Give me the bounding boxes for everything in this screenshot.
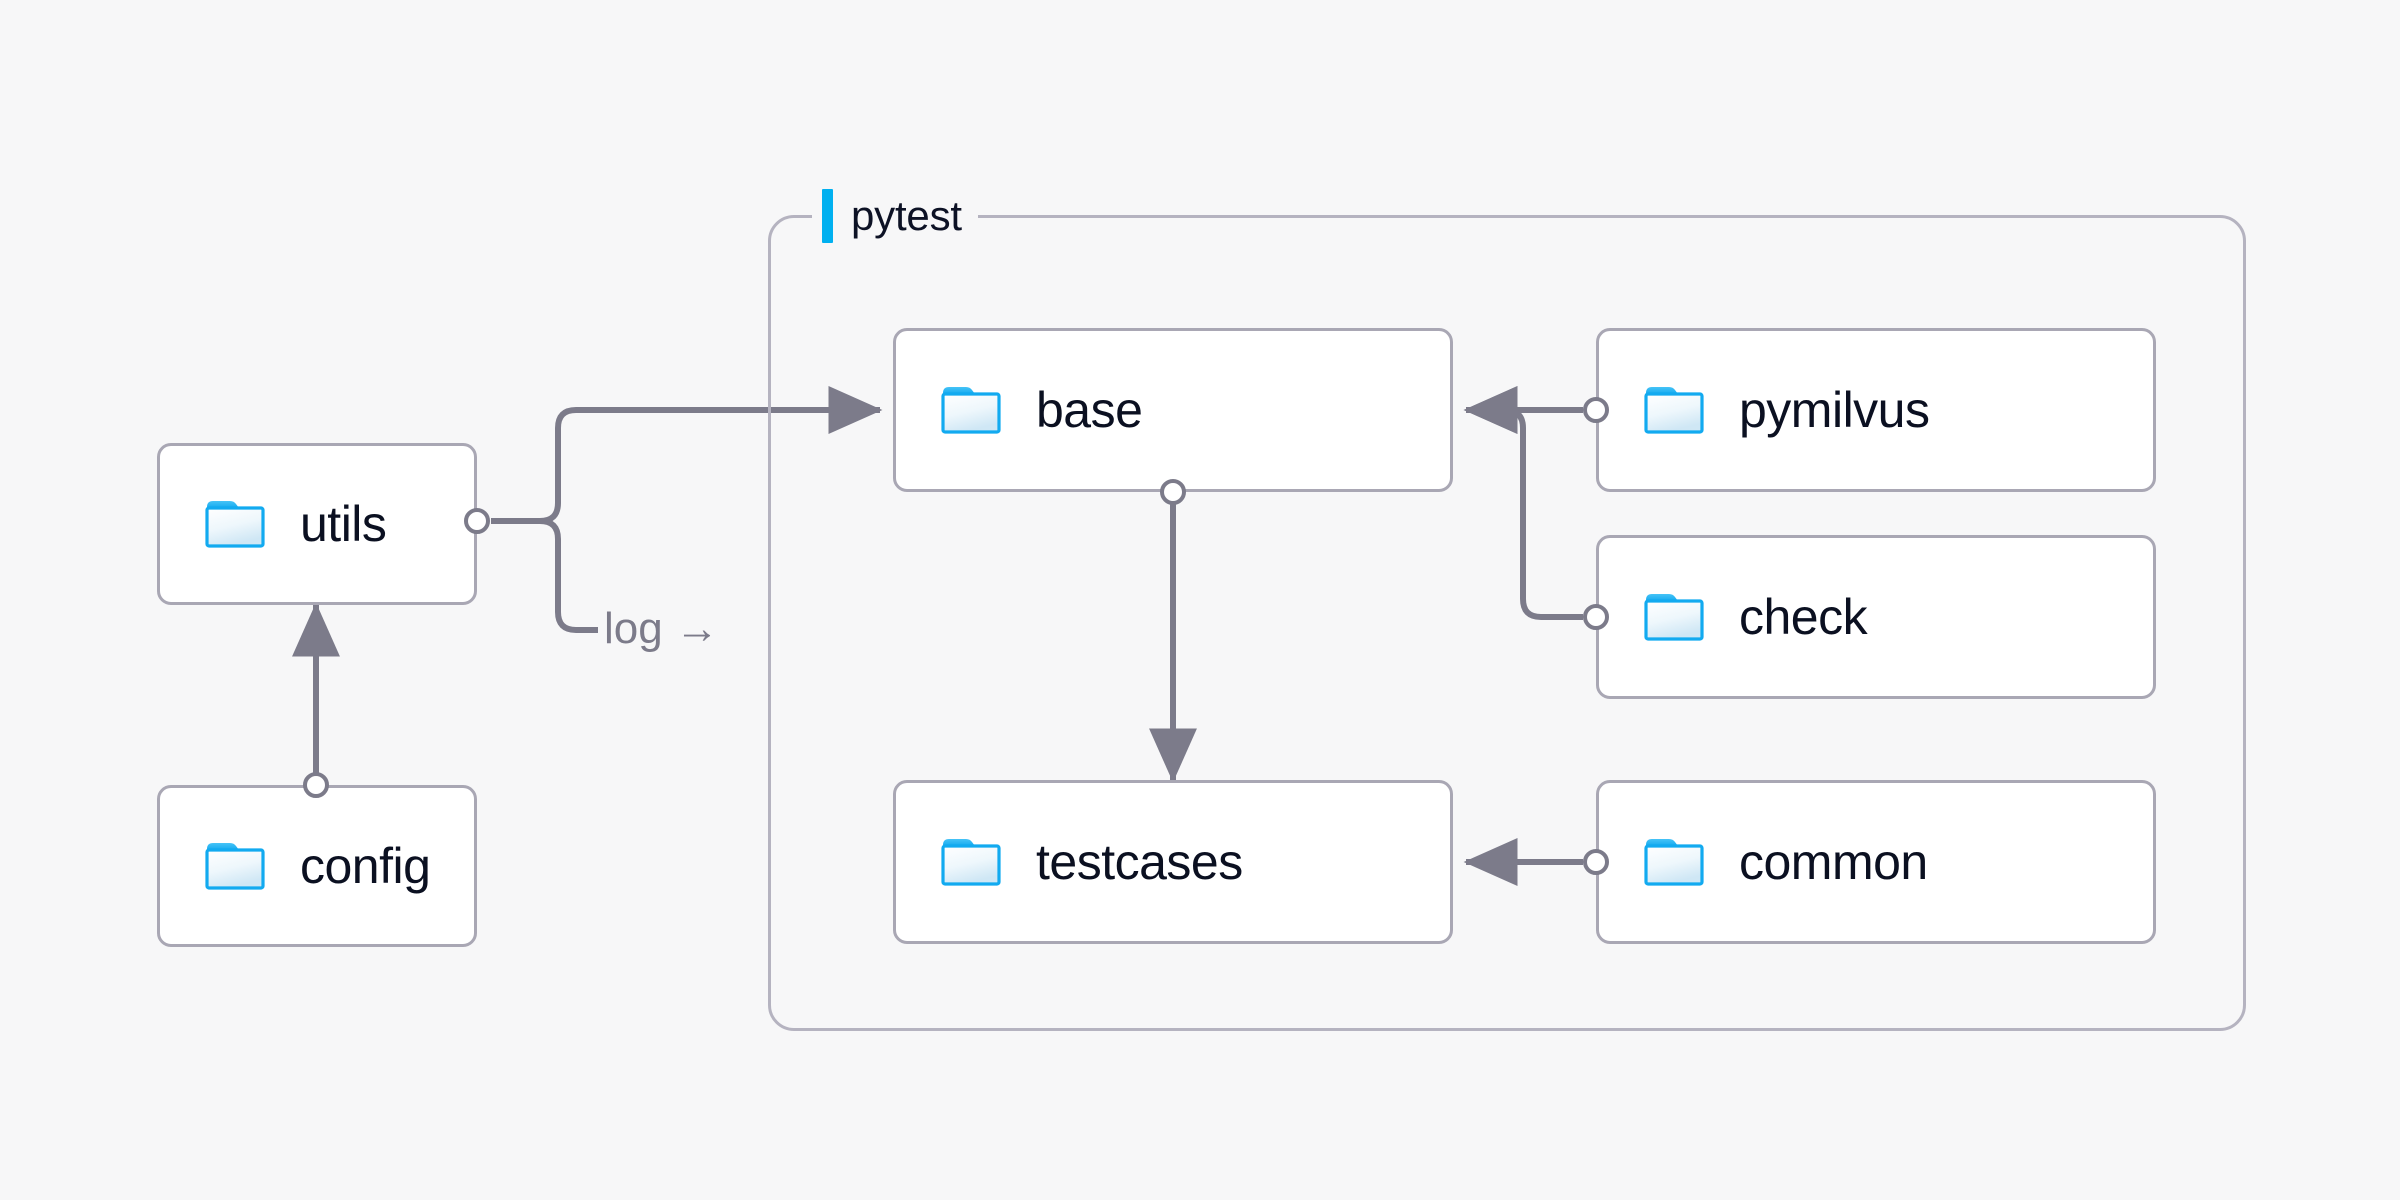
node-common-label: common <box>1739 834 1928 890</box>
node-utils-label: utils <box>300 496 387 552</box>
node-check[interactable]: check <box>1596 535 2156 699</box>
edge-utils-to-log <box>539 518 598 633</box>
group-pytest <box>768 215 2246 1031</box>
node-base-label: base <box>1036 382 1143 438</box>
node-config-label: config <box>300 838 431 894</box>
port-base-bottom[interactable] <box>1160 479 1186 505</box>
group-accent-bar <box>822 189 833 243</box>
node-config[interactable]: config <box>157 785 477 947</box>
folder-icon <box>940 836 1002 888</box>
group-pytest-title: pytest <box>812 187 978 245</box>
node-utils[interactable]: utils <box>157 443 477 605</box>
folder-icon <box>940 384 1002 436</box>
node-testcases[interactable]: testcases <box>893 780 1453 944</box>
group-title-label: pytest <box>851 192 962 239</box>
edge-label-log: log → <box>604 604 719 653</box>
node-base[interactable]: base <box>893 328 1453 492</box>
node-common[interactable]: common <box>1596 780 2156 944</box>
folder-icon <box>204 840 266 892</box>
node-check-label: check <box>1739 589 1868 645</box>
folder-icon <box>204 498 266 550</box>
port-config-top[interactable] <box>303 772 329 798</box>
node-pymilvus[interactable]: pymilvus <box>1596 328 2156 492</box>
folder-icon <box>1643 384 1705 436</box>
port-check-left[interactable] <box>1583 604 1609 630</box>
port-utils-right[interactable] <box>464 508 490 534</box>
folder-icon <box>1643 836 1705 888</box>
node-pymilvus-label: pymilvus <box>1739 382 1930 438</box>
folder-icon <box>1643 591 1705 643</box>
port-pymilvus-left[interactable] <box>1583 397 1609 423</box>
port-common-left[interactable] <box>1583 849 1609 875</box>
node-testcases-label: testcases <box>1036 834 1243 890</box>
